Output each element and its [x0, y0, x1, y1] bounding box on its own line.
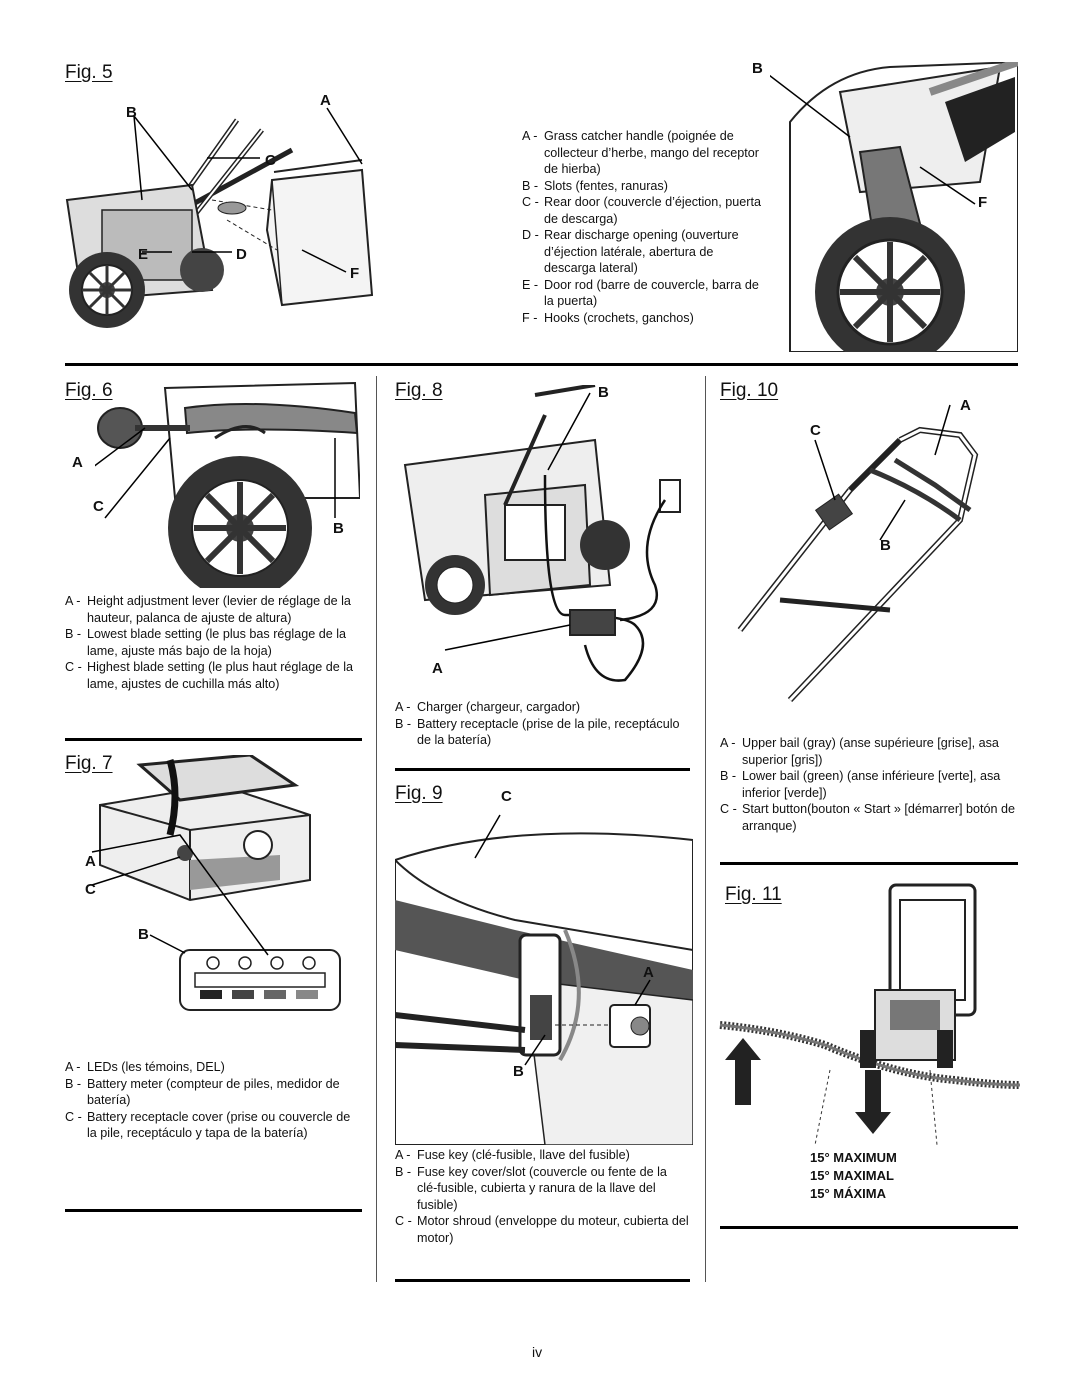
fig5-callout-f: F	[350, 265, 360, 282]
fig5-callout-b: B	[126, 104, 137, 121]
fig9-legend: A -Fuse key (clé-fusible, llave del fusi…	[395, 1147, 690, 1246]
fig6-callout-c: C	[93, 498, 104, 515]
page-number: iv	[532, 1344, 543, 1360]
legend-item: A -Fuse key (clé-fusible, llave del fusi…	[395, 1148, 630, 1162]
legend-item: A -Charger (chargeur, cargador)	[395, 700, 581, 714]
legend-item: B -Battery meter (compteur de piles, med…	[65, 1076, 340, 1108]
fig6-callout-a: A	[72, 454, 83, 471]
fig5-callout-c: C	[265, 152, 276, 169]
legend-item: C -Start button(bouton « Start » [démarr…	[720, 802, 1016, 833]
legend-item: E -Door rod (barre de couvercle, barra d…	[522, 277, 759, 309]
fig10-title: Fig. 10	[720, 380, 779, 401]
fig6-callout-b: B	[333, 520, 344, 537]
fig10-legend: A -Upper bail (gray) (anse supérieure [g…	[720, 735, 1018, 834]
fig8-legend: A -Charger (chargeur, cargador) B -Batte…	[395, 699, 690, 749]
section-divider	[720, 1226, 1018, 1229]
fig8-callout-a: A	[432, 660, 443, 677]
column-divider	[376, 376, 377, 1282]
fig10-handle-bail-illustration	[720, 400, 1020, 710]
legend-item: B -Lowest blade setting (le plus bas rég…	[65, 627, 347, 658]
fig9-fuse-key-illustration	[395, 800, 693, 1145]
fig7-battery-illustration	[80, 755, 362, 1025]
fig6-legend: A -Height adjustment lever (levier de ré…	[65, 593, 362, 692]
legend-item: C -Battery receptacle cover (prise ou co…	[65, 1109, 351, 1141]
fig6-title: Fig. 6	[65, 380, 113, 401]
fig9-callout-b: B	[513, 1063, 524, 1080]
fig8-charging-illustration	[395, 385, 690, 690]
legend-item: C -Rear door (couvercle d’éjection, puer…	[522, 195, 762, 226]
fig11-angle-label-en: 15° MAXIMUM	[810, 1150, 897, 1165]
legend-item: A -Height adjustment lever (levier de ré…	[65, 594, 351, 625]
fig9-callout-a: A	[643, 964, 654, 981]
fig11-angle-label-es: 15° MÁXIMA	[810, 1186, 886, 1201]
fig10-callout-a: A	[960, 397, 971, 414]
fig5-detail-callout-f: F	[978, 194, 988, 211]
fig5-title: Fig. 5	[65, 62, 113, 83]
fig5-detail-callout-b: B	[752, 60, 763, 77]
fig8-callout-b: B	[598, 384, 609, 401]
fig11-slope-illustration	[715, 880, 1020, 1150]
fig9-callout-c: C	[501, 788, 512, 805]
fig6-wheel-height-illustration	[95, 378, 360, 588]
fig5-callout-d: D	[236, 246, 247, 263]
fig5-callout-e: E	[138, 246, 149, 263]
fig7-legend: A -LEDs (les témoins, DEL) B -Battery me…	[65, 1059, 362, 1142]
fig5-legend: A -Grass catcher handle (poignée de coll…	[522, 128, 762, 326]
section-divider	[65, 1209, 362, 1212]
fig5-hook-detail-illustration	[770, 62, 1018, 352]
column-divider	[705, 376, 706, 1282]
section-divider	[65, 363, 1018, 366]
fig7-callout-b: B	[138, 926, 149, 943]
fig9-title: Fig. 9	[395, 783, 443, 804]
section-divider	[395, 1279, 690, 1282]
fig10-callout-c: C	[810, 422, 821, 439]
section-divider	[395, 768, 690, 771]
fig11-angle-label-fr: 15° MAXIMAL	[810, 1168, 894, 1183]
legend-item: B -Battery receptacle (prise de la pile,…	[395, 716, 680, 748]
legend-item: C -Motor shroud (enveloppe du moteur, cu…	[395, 1214, 689, 1245]
fig7-callout-a: A	[85, 853, 96, 870]
section-divider	[720, 862, 1018, 865]
fig5-mower-rear-illustration	[62, 90, 382, 340]
section-divider	[65, 738, 362, 741]
legend-item: C -Highest blade setting (le plus haut r…	[65, 660, 354, 691]
legend-item: B -Lower bail (green) (anse inférieure […	[720, 769, 1001, 800]
fig10-callout-b: B	[880, 537, 891, 554]
legend-item: A -LEDs (les témoins, DEL)	[65, 1060, 225, 1074]
legend-item: B -Fuse key cover/slot (couvercle ou fen…	[395, 1164, 667, 1212]
legend-item: A -Upper bail (gray) (anse supérieure [g…	[720, 736, 999, 767]
fig7-title: Fig. 7	[65, 753, 113, 774]
legend-item: A -Grass catcher handle (poignée de coll…	[522, 129, 759, 176]
fig7-callout-c: C	[85, 881, 96, 898]
legend-item: D -Rear discharge opening (ouverture d’é…	[522, 228, 739, 275]
fig5-callout-a: A	[320, 92, 331, 109]
legend-item: F -Hooks (crochets, ganchos)	[522, 310, 694, 325]
legend-item: B -Slots (fentes, ranuras)	[522, 178, 668, 193]
fig11-title: Fig. 11	[725, 884, 782, 905]
fig8-title: Fig. 8	[395, 380, 443, 401]
